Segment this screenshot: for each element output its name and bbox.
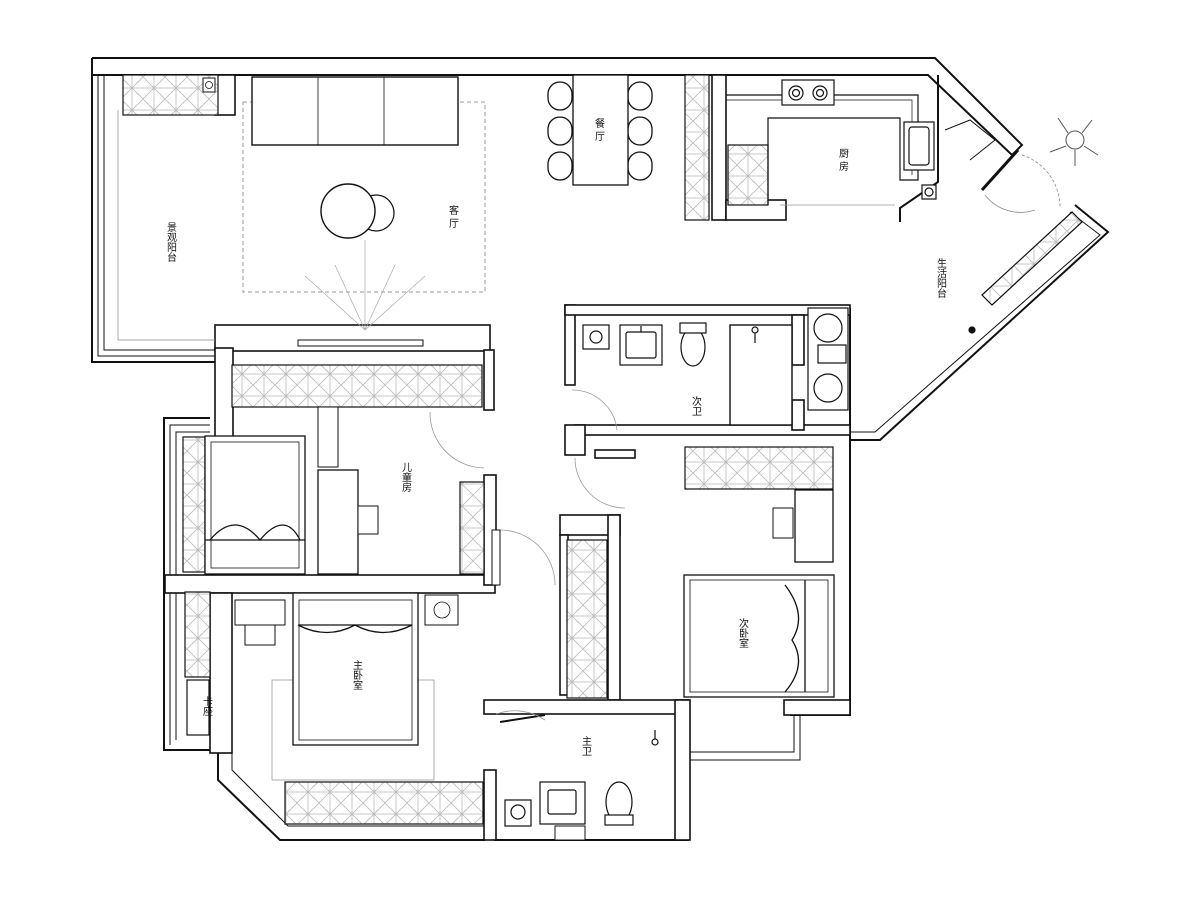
kids-desk xyxy=(317,469,359,575)
label-landscape-balcony: 景观阳台 xyxy=(165,222,177,263)
toilet xyxy=(680,327,706,367)
tv-unit xyxy=(297,339,424,347)
label-second-bedroom: 次卧室 xyxy=(737,617,749,648)
sofa xyxy=(251,76,459,146)
label-master-bath: 主卫 xyxy=(580,736,592,756)
dining-room xyxy=(547,74,653,186)
room-labels: 景观阳台 客 厅 餐 厅 厨 房 生活阳台 次卫 儿童房 次卧室 主卧室 主卫 … xyxy=(165,117,947,756)
label-second-bath: 次卫 xyxy=(690,395,702,416)
dining-chair xyxy=(547,81,573,111)
kids-room xyxy=(204,406,556,586)
label-kazuo: 卡座 xyxy=(201,695,213,716)
second-bedroom xyxy=(574,457,835,698)
kitchen xyxy=(726,79,1020,206)
label-utility-balcony: 生活阳台 xyxy=(935,257,947,299)
dining-chair xyxy=(627,151,653,181)
solid-walls xyxy=(164,74,851,841)
label-dining-room: 餐 厅 xyxy=(593,117,605,141)
dining-chair xyxy=(627,81,653,111)
coffee-table xyxy=(320,183,376,239)
second-bath xyxy=(571,307,849,431)
dining-chair xyxy=(547,116,573,146)
label-kitchen: 厨 房 xyxy=(837,148,849,172)
second-desk xyxy=(794,489,834,563)
master-bath xyxy=(495,710,659,841)
plant-icon xyxy=(1049,117,1099,166)
master-bedroom xyxy=(186,592,459,781)
label-living-room: 客 厅 xyxy=(447,204,459,228)
label-kids-room: 儿童房 xyxy=(400,462,412,493)
dining-chair xyxy=(547,151,573,181)
living-room xyxy=(117,76,486,347)
tv-view-lines xyxy=(304,240,426,331)
utility-balcony xyxy=(968,117,1099,334)
dining-table xyxy=(572,74,629,186)
label-master-bedroom: 主卧室 xyxy=(351,660,363,690)
dining-chair xyxy=(627,116,653,146)
